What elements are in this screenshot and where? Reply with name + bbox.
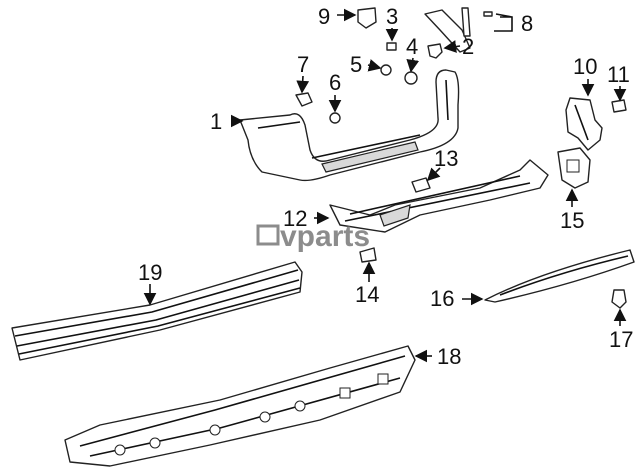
clip-part-3[interactable] <box>386 42 397 51</box>
lower-bumper-garnish-part[interactable] <box>329 159 549 233</box>
callout-1: 1 <box>210 109 222 134</box>
callout-10: 10 <box>573 54 597 79</box>
callout-7: 7 <box>297 52 309 77</box>
callout-4: 4 <box>406 34 418 59</box>
energy-absorber-part[interactable] <box>64 345 416 467</box>
callout-17: 17 <box>609 327 633 352</box>
callout-14: 14 <box>355 282 379 307</box>
screw-part-6[interactable] <box>329 112 341 124</box>
leader-lines <box>143 8 627 363</box>
callout-labels: 1 2 3 4 5 6 7 8 9 10 11 12 13 14 15 16 1… <box>138 4 633 369</box>
clip-part-2[interactable] <box>427 43 443 59</box>
callout-13: 13 <box>434 146 458 171</box>
screw-part-4[interactable] <box>404 71 418 85</box>
lower-moulding-part[interactable] <box>484 249 635 303</box>
clip-part-9[interactable] <box>357 7 377 29</box>
clip-part-11[interactable] <box>611 99 627 113</box>
callout-18: 18 <box>437 344 461 369</box>
side-bracket-part[interactable] <box>565 97 603 151</box>
bracket-part-8[interactable] <box>424 7 493 53</box>
watermark-text: vparts <box>280 220 370 253</box>
clip-part-14[interactable] <box>359 247 377 263</box>
watermark-logo: vparts <box>256 220 370 253</box>
callout-16: 16 <box>430 286 454 311</box>
callout-15: 15 <box>560 208 584 233</box>
callout-5: 5 <box>350 52 362 77</box>
callout-8: 8 <box>521 11 533 36</box>
clip-part-17[interactable] <box>611 289 627 309</box>
callout-19: 19 <box>138 260 162 285</box>
clip-part-13[interactable] <box>411 177 431 193</box>
clip-part-7[interactable] <box>295 92 313 107</box>
screw-part-5[interactable] <box>380 64 392 76</box>
callout-6: 6 <box>329 70 341 95</box>
reinforcement-bar-part[interactable] <box>11 261 303 361</box>
callout-12: 12 <box>283 206 307 231</box>
callout-2: 2 <box>462 34 474 59</box>
callout-11: 11 <box>607 62 630 87</box>
callout-9: 9 <box>318 4 330 29</box>
callout-3: 3 <box>386 4 398 29</box>
lower-bracket-part[interactable] <box>557 147 591 189</box>
bumper-cover-part[interactable] <box>239 69 460 182</box>
